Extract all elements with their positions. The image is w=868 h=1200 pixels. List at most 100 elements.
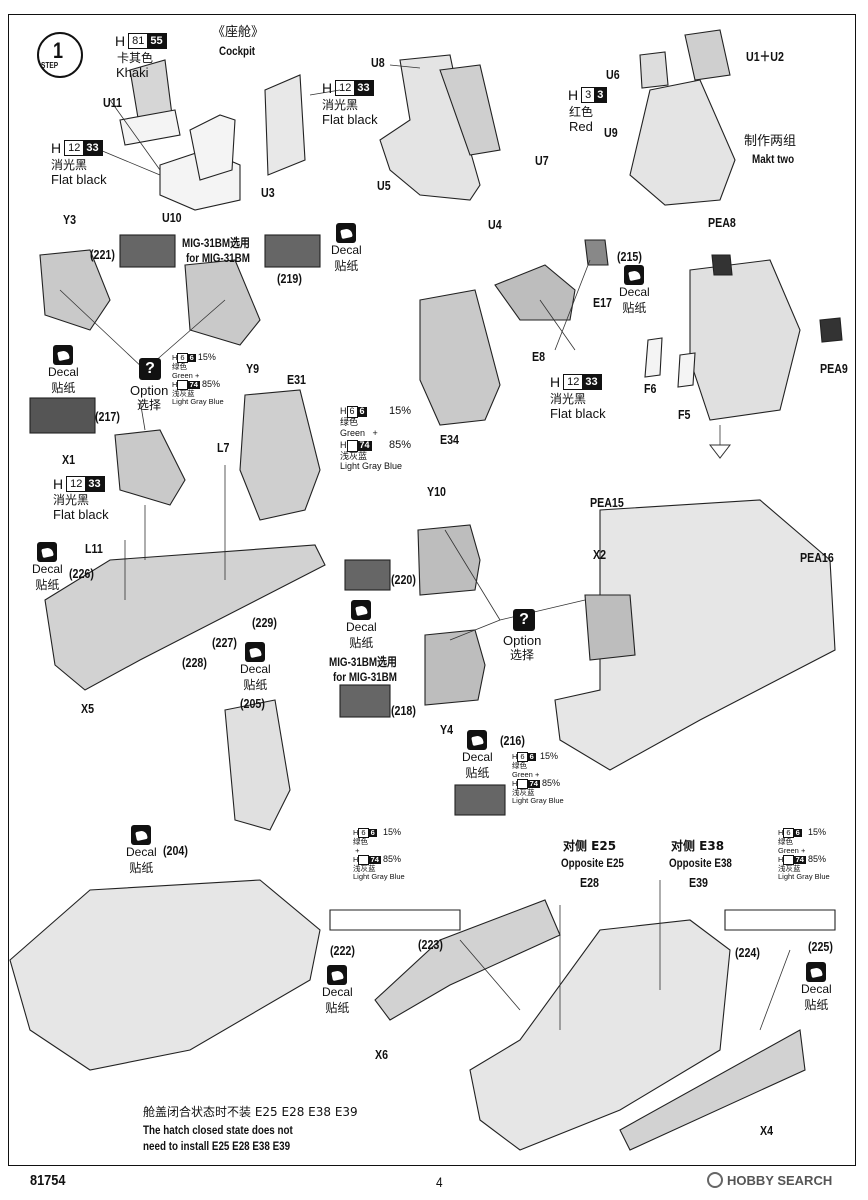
part-X6: X6 (375, 1047, 389, 1062)
hobby-color-h: H (115, 33, 126, 49)
decal-icon (336, 223, 357, 243)
decal-217: (217) (95, 409, 120, 424)
decal-227: (227) (212, 635, 237, 650)
part-U1U2: U1＋U2 (746, 49, 784, 64)
part-X4: X4 (760, 1123, 774, 1138)
decal-icon (37, 542, 58, 562)
decal-218: (218) (391, 703, 416, 718)
page-number: 4 (436, 1174, 443, 1190)
hatch-note-cn: 舱盖闭合状态时不装 E25 E28 E38 E39 (143, 1105, 358, 1119)
mig-note-en-2: for MIG-31BM (333, 670, 397, 684)
flat-black-en-4: Flat black (550, 406, 606, 421)
decal-icon (806, 962, 827, 982)
page-frame (8, 14, 856, 1166)
option-cn-2: 选择 (510, 648, 535, 662)
mig-note-cn-2: MIG-31BM选用 (329, 655, 397, 669)
part-E31: E31 (287, 372, 306, 387)
opposite-e25-en: Opposite E25 (561, 856, 624, 870)
decal-220: (220) (391, 572, 416, 587)
part-X1: X1 (62, 452, 76, 467)
part-X5: X5 (81, 701, 95, 716)
part-X2: X2 (593, 547, 607, 562)
part-L11: L11 (85, 541, 103, 556)
part-Y4: Y4 (440, 722, 454, 737)
decal-215: (215) (617, 249, 642, 264)
part-Y9: Y9 (246, 361, 260, 376)
option-en-2: Option (503, 633, 542, 648)
part-U9: U9 (604, 125, 618, 140)
part-U5: U5 (377, 178, 391, 193)
opposite-e38-cn: 对侧 E38 (671, 839, 725, 853)
decal-icon (53, 345, 74, 365)
decal-229: (229) (252, 615, 277, 630)
khaki-code: 55 (147, 34, 166, 48)
flat-black-en-2: Flat black (322, 112, 378, 127)
part-F6: F6 (644, 381, 657, 396)
cockpit-title-cn: 《座舱》 (212, 25, 265, 40)
part-U3: U3 (261, 185, 275, 200)
decal-icon (624, 265, 645, 285)
part-E28: E28 (580, 875, 599, 890)
part-PEA16: PEA16 (800, 550, 834, 565)
part-PEA15: PEA15 (590, 495, 624, 510)
part-PEA9: PEA9 (820, 361, 848, 376)
mig-note-en-1: for MIG-31BM (186, 251, 250, 265)
flat-black-cn-3: 消光黑 (53, 493, 90, 507)
part-E8: E8 (532, 349, 546, 364)
part-PEA8: PEA8 (708, 215, 736, 230)
opposite-e25-cn: 对侧 E25 (563, 839, 617, 853)
flat-black-cn-2: 消光黑 (322, 98, 359, 112)
flat-black-en-1: Flat black (51, 172, 107, 187)
option-icon: ? (139, 358, 161, 380)
make-two-cn: 制作两组 (744, 134, 797, 149)
decal-225: (225) (808, 939, 833, 954)
flat-black-cn-1: 消光黑 (51, 158, 88, 172)
step-label: STEP (41, 61, 59, 70)
decal-228: (228) (182, 655, 207, 670)
decal-icon (467, 730, 488, 750)
part-Y3: Y3 (63, 212, 77, 227)
decal-icon (245, 642, 266, 662)
step-number: 1 (53, 38, 64, 63)
decal-icon (131, 825, 152, 845)
khaki-num: 81 (132, 35, 145, 47)
red-cn: 红色 (569, 105, 594, 119)
decal-226: (226) (69, 566, 94, 581)
decal-204: (204) (163, 843, 188, 858)
kit-number: 81754 (30, 1172, 66, 1189)
watermark: HOBBY SEARCH (707, 1172, 832, 1188)
part-E39: E39 (689, 875, 708, 890)
part-L7: L7 (217, 440, 230, 455)
khaki-en: Khaki (116, 65, 149, 80)
part-E17: E17 (593, 295, 612, 310)
part-F5: F5 (678, 407, 691, 422)
flat-black-cn-4: 消光黑 (550, 392, 587, 406)
make-two-en: Makt two (752, 152, 795, 166)
hobby-search-logo-icon (707, 1172, 723, 1188)
part-Y10: Y10 (427, 484, 446, 499)
hatch-note-en-1: The hatch closed state does not (143, 1123, 293, 1137)
decal-219: (219) (277, 271, 302, 286)
option-cn-1: 选择 (137, 398, 162, 412)
part-U6: U6 (606, 67, 620, 82)
cockpit-title-en: Cockpit (219, 44, 256, 58)
step-badge-circle (37, 32, 83, 78)
opposite-e38-en: Opposite E38 (669, 856, 732, 870)
